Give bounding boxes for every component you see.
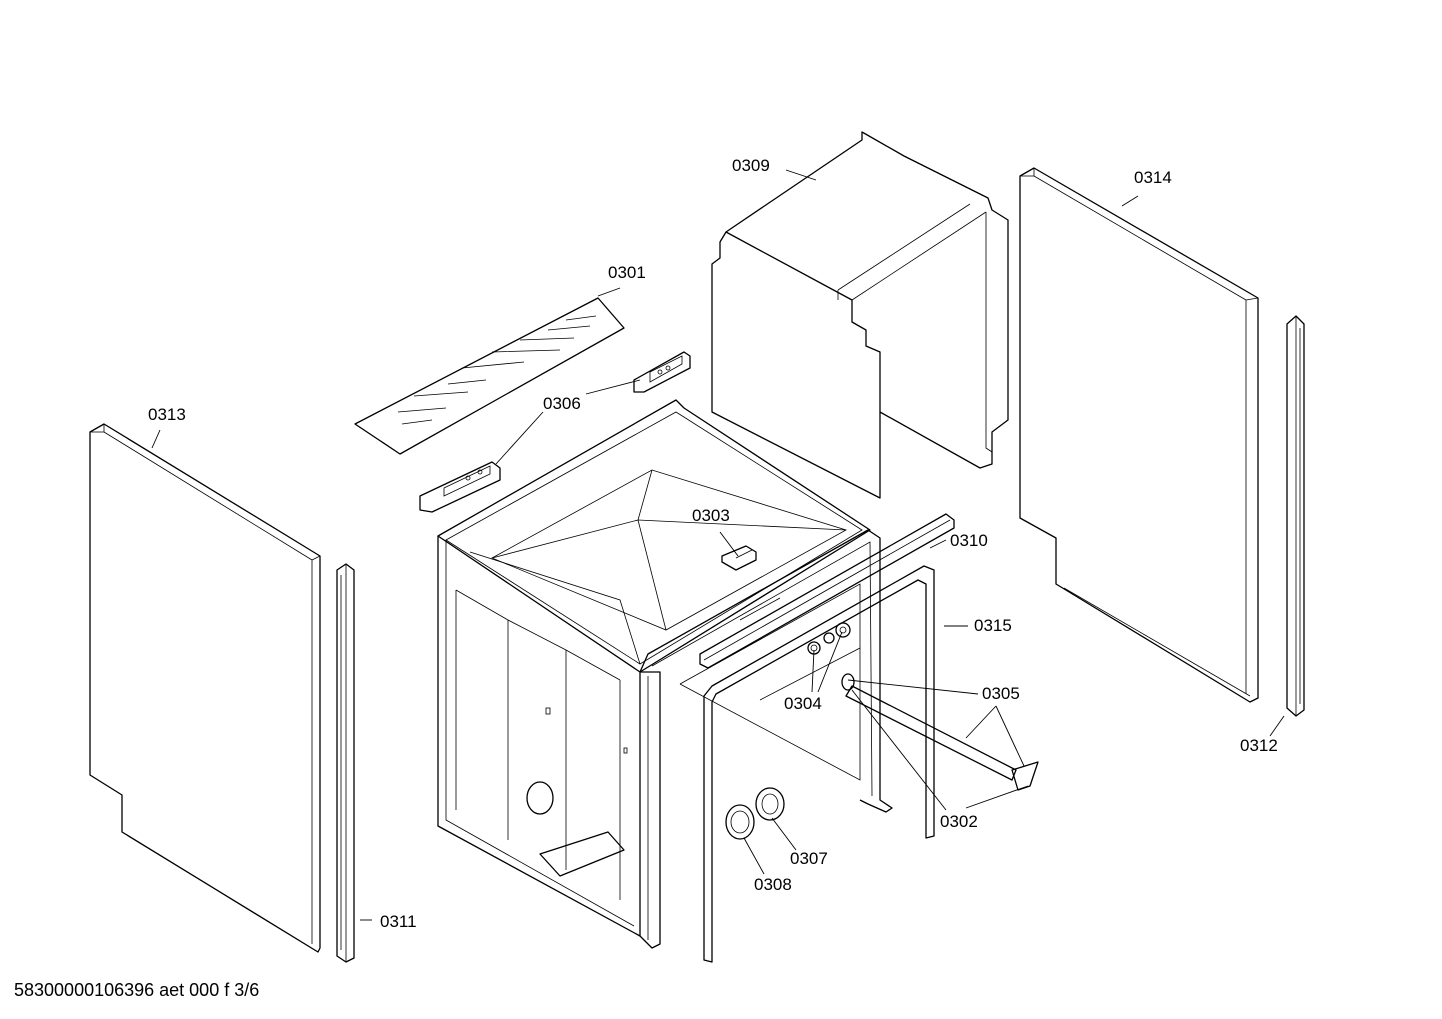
- label-0309: 0309: [732, 156, 770, 175]
- label-0306: 0306: [543, 394, 581, 413]
- part-0308-ring: [725, 804, 755, 840]
- label-0302: 0302: [940, 812, 978, 831]
- part-0301-insulation-mat: [354, 297, 625, 455]
- part-0305-pipe: [841, 673, 1039, 791]
- tub-front-frame: [639, 529, 893, 813]
- label-0314: 0314: [1134, 168, 1172, 187]
- label-0310: 0310: [950, 531, 988, 550]
- part-0306-upper-bracket: [633, 351, 691, 393]
- document-reference: 58300000106396 aet 000 f 3/6: [14, 980, 260, 1000]
- label-0307: 0307: [790, 849, 828, 868]
- part-0307-seal: [755, 787, 785, 821]
- leader-lines: [151, 169, 1285, 921]
- part-0313-left-side-panel: [89, 423, 321, 953]
- label-0315: 0315: [974, 616, 1012, 635]
- label-0308: 0308: [754, 875, 792, 894]
- dishwasher-tub: [437, 399, 871, 949]
- part-0310-rail: [699, 513, 955, 669]
- label-0312: 0312: [1240, 736, 1278, 755]
- part-0314-right-side-panel: [1019, 167, 1259, 703]
- part-0311-left-trim-strip: [336, 563, 355, 963]
- part-0303-clip: [721, 545, 757, 571]
- label-0305: 0305: [982, 684, 1020, 703]
- label-0303: 0303: [692, 506, 730, 525]
- part-0315-door-seal: [703, 565, 935, 963]
- part-0306-lower-bracket: [419, 461, 501, 513]
- part-0312-right-trim-strip: [1286, 315, 1305, 717]
- part-0309-insulation-box: [711, 131, 1009, 499]
- label-0313: 0313: [148, 405, 186, 424]
- label-0311: 0311: [380, 912, 417, 931]
- label-0301: 0301: [608, 263, 646, 282]
- label-0304: 0304: [784, 694, 822, 713]
